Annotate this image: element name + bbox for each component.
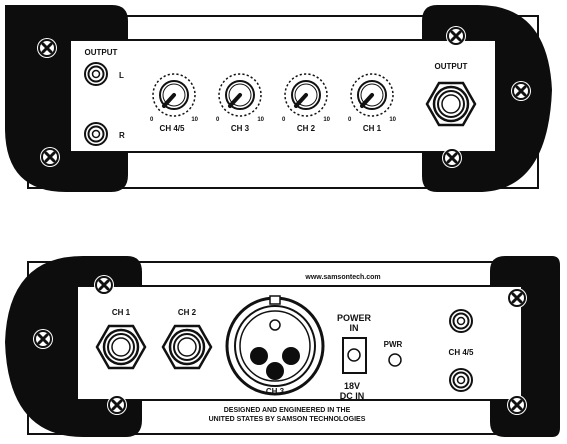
screw-icon <box>38 145 62 169</box>
screw-icon <box>31 327 55 351</box>
jack-label-l: L <box>119 71 124 80</box>
quarter-inch-jack-icon <box>95 324 147 370</box>
power-label-line1: POWER <box>337 313 372 323</box>
knob-label: CH 3 <box>231 124 250 133</box>
knob-icon <box>151 72 197 118</box>
footer-line1: DESIGNED AND ENGINEERED IN THE <box>224 407 351 414</box>
knob-ch1[interactable]: 0 10 CH 1 <box>348 72 397 133</box>
knob-max-label: 10 <box>191 117 198 123</box>
back-panel: www.samsontech.com CH 1 CH 2 CH 3 POWER … <box>5 256 560 437</box>
knob-ch2[interactable]: 0 10 CH 2 <box>282 72 331 133</box>
quarter-inch-jack-icon <box>425 81 477 127</box>
quarter-inch-jack-icon <box>161 324 213 370</box>
screw-icon <box>105 393 129 417</box>
right-output-title: OUTPUT <box>435 62 468 71</box>
ch1-label: CH 1 <box>112 308 131 317</box>
screw-icon <box>444 24 468 48</box>
screw-icon <box>92 273 116 297</box>
dc-voltage-label: 18V <box>344 381 360 391</box>
rca-jack-right-icon <box>84 122 108 146</box>
ch3-label: CH 3 <box>266 387 285 396</box>
ch45-label: CH 4/5 <box>449 348 474 357</box>
front-left-end-cap <box>5 5 128 192</box>
pwr-label: PWR <box>384 340 403 349</box>
back-right-end-cap <box>490 256 560 437</box>
knob-ch45[interactable]: 0 10 CH 4/5 <box>150 72 199 133</box>
website-label: www.samsontech.com <box>304 274 380 281</box>
knob-ch3[interactable]: 0 10 CH 3 <box>216 72 265 133</box>
screw-icon <box>440 146 464 170</box>
knob-icon <box>283 72 329 118</box>
footer-line2: UNITED STATES BY SAMSON TECHNOLOGIES <box>209 416 366 423</box>
power-label-line2: IN <box>350 323 359 333</box>
screw-icon <box>505 286 529 310</box>
knob-label: CH 2 <box>297 124 316 133</box>
rca-jack-left-icon <box>84 62 108 86</box>
screw-icon <box>505 393 529 417</box>
back-left-end-cap <box>5 256 142 437</box>
dc-in-label: DC IN <box>340 391 365 401</box>
rca-jack-icon <box>449 309 473 333</box>
knob-label: CH 4/5 <box>160 124 185 133</box>
knob-min-label: 0 <box>216 117 220 123</box>
power-led-icon <box>388 353 402 367</box>
jack-label-r: R <box>119 131 125 140</box>
knob-min-label: 0 <box>282 117 286 123</box>
screw-icon <box>35 36 59 60</box>
screw-icon <box>509 79 533 103</box>
knob-max-label: 10 <box>389 117 396 123</box>
knob-min-label: 0 <box>348 117 352 123</box>
ch2-label: CH 2 <box>178 308 197 317</box>
dc-power-jack-icon <box>342 337 367 374</box>
left-output-title: OUTPUT <box>85 48 118 57</box>
front-panel: OUTPUT L R 0 10 CH 4/5 0 10 CH 3 0 10 CH… <box>5 5 552 192</box>
knob-max-label: 10 <box>257 117 264 123</box>
knob-icon <box>349 72 395 118</box>
knob-label: CH 1 <box>363 124 382 133</box>
knob-icon <box>217 72 263 118</box>
knob-min-label: 0 <box>150 117 154 123</box>
rca-jack-icon <box>449 368 473 392</box>
xlr-connector-icon <box>225 295 325 396</box>
knob-max-label: 10 <box>323 117 330 123</box>
front-right-end-cap <box>422 5 552 192</box>
